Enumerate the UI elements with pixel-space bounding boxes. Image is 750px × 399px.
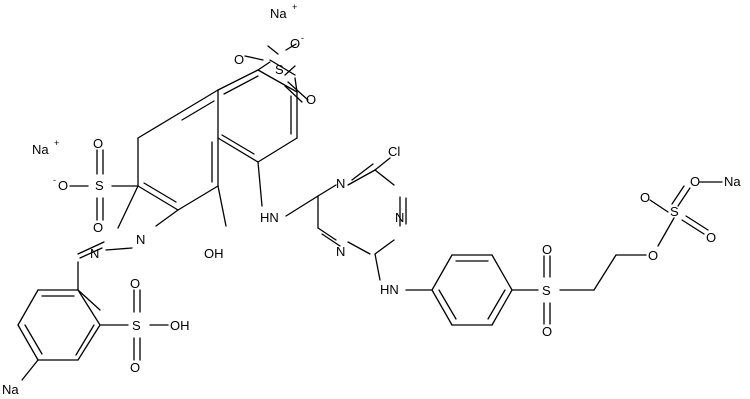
minus-charge-top: - — [301, 33, 304, 43]
oxygen-sulfate-left: O — [640, 190, 650, 205]
oxygen-top-right: O — [306, 92, 316, 107]
atom-labels: Na + O - O S O Na + O O - S O OH N N O S… — [2, 2, 741, 397]
sodium-bottom: Na — [2, 382, 19, 397]
oxygen-sulfonic-top: O — [130, 276, 140, 291]
oxygen-top-left: O — [234, 52, 244, 67]
chlorine-atom: Cl — [388, 144, 400, 159]
sodium-right: Na — [724, 174, 741, 189]
plus-charge-left: + — [54, 138, 59, 148]
azo-nitrogen-2: N — [90, 246, 99, 261]
oxygen-sulfone-top: O — [542, 242, 552, 257]
triazine-nitrogen-2: N — [395, 210, 404, 225]
oxygen-sulfate-right: O — [706, 230, 716, 245]
sulfur-sulfate: S — [670, 204, 679, 219]
plus-charge-top: + — [292, 2, 297, 12]
triazine-nitrogen-1: N — [336, 176, 345, 191]
sulfur-bottom: S — [132, 318, 141, 333]
bonds — [17, 43, 723, 381]
sodium-ion-left: Na — [32, 142, 49, 157]
amine-link-1: HN — [260, 210, 279, 225]
oxygen-sulfate-top: O — [690, 174, 700, 189]
oxygen-ester: O — [648, 248, 658, 263]
sulfonic-hydroxyl: OH — [170, 318, 190, 333]
oxygen-anion-top: O — [290, 36, 300, 51]
oxygen-left-bottom: O — [93, 220, 103, 235]
triazine-nitrogen-3: N — [336, 244, 345, 259]
oxygen-sulfonic-bottom: O — [130, 360, 140, 375]
oxygen-anion-left: O — [58, 178, 68, 193]
hydroxyl-group: OH — [204, 246, 224, 261]
minus-charge-left: - — [53, 175, 56, 185]
sodium-ion-top: Na — [270, 6, 287, 21]
sulfur-top: S — [275, 62, 284, 77]
oxygen-left-top: O — [93, 136, 103, 151]
amine-link-2: HN — [380, 282, 399, 297]
azo-nitrogen-1: N — [136, 232, 145, 247]
oxygen-sulfone-bottom: O — [542, 324, 552, 339]
sulfur-sulfone: S — [542, 283, 551, 298]
sulfur-left: S — [95, 178, 104, 193]
